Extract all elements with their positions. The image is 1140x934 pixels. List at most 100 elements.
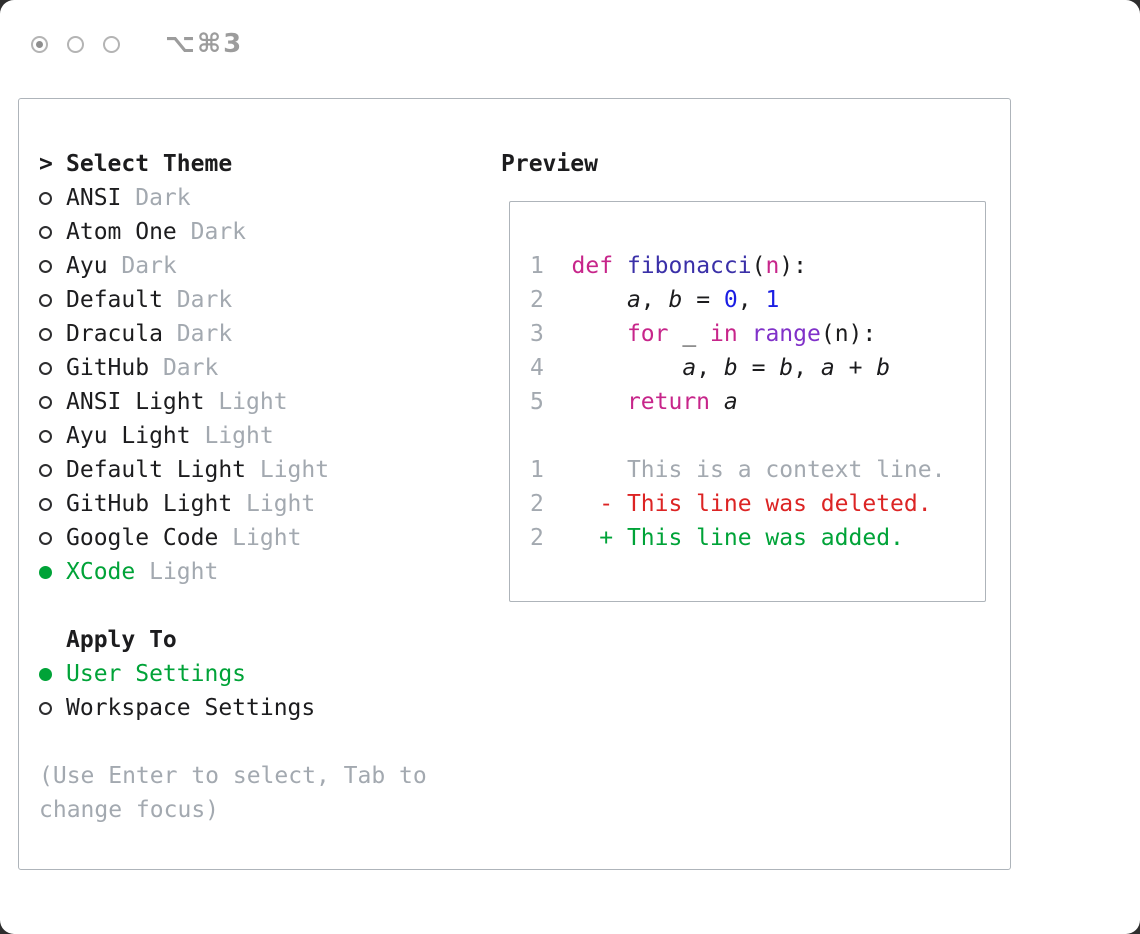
- radio-slot: [39, 701, 66, 715]
- token-plain: =: [682, 287, 724, 313]
- preview-title: Preview: [501, 151, 598, 177]
- theme-item-github-light[interactable]: GitHub Light Light: [39, 487, 489, 521]
- diff-text: This is a context line.: [599, 457, 946, 483]
- token-plain: ,: [737, 287, 766, 313]
- theme-variant: Dark: [176, 219, 247, 245]
- diff-line-deleted: 2 - This line was deleted.: [530, 487, 985, 521]
- radio-slot: [39, 395, 66, 409]
- token-var: a: [682, 355, 697, 381]
- radio-icon: [39, 429, 52, 443]
- theme-variant: Light: [246, 457, 330, 483]
- theme-item-github[interactable]: GitHub Dark: [39, 351, 489, 385]
- theme-item-xcode[interactable]: XCode Light: [39, 555, 489, 589]
- theme-item-atom-one[interactable]: Atom One Dark: [39, 215, 489, 249]
- token-plain: [572, 287, 627, 313]
- theme-name: GitHub: [66, 355, 150, 381]
- token-plain: ,: [793, 355, 821, 381]
- token-plain: [572, 389, 627, 415]
- theme-name: Default Light: [66, 457, 247, 483]
- token-plain: ):: [779, 253, 807, 279]
- radio-icon: [39, 463, 52, 477]
- theme-variant: Dark: [149, 355, 219, 381]
- radio-icon: [39, 497, 52, 511]
- token-plain: =: [737, 355, 780, 381]
- radio-icon: [39, 701, 52, 715]
- diff-line-context: 1 This is a context line.: [530, 453, 985, 487]
- radio-slot: [39, 463, 66, 477]
- theme-item-ayu-light[interactable]: Ayu Light Light: [39, 419, 489, 453]
- token-var: b: [876, 355, 891, 381]
- theme-item-ansi-light[interactable]: ANSI Light Light: [39, 385, 489, 419]
- theme-name: ANSI: [66, 185, 122, 211]
- theme-variant: Dark: [121, 185, 191, 211]
- token-keyword: n: [765, 253, 780, 279]
- select-theme-header: > Select Theme: [39, 147, 489, 181]
- theme-item-ayu[interactable]: Ayu Dark: [39, 249, 489, 283]
- diff-text: + This line was added.: [599, 525, 904, 551]
- radio-selected-icon: [39, 667, 52, 681]
- apply-option-user-settings[interactable]: User Settings: [39, 657, 489, 691]
- theme-item-dracula[interactable]: Dracula Dark: [39, 317, 489, 351]
- apply-option-workspace-settings[interactable]: Workspace Settings: [39, 691, 489, 725]
- theme-name: Default: [66, 287, 163, 313]
- line-number: 5: [530, 389, 572, 415]
- theme-variant: Light: [204, 389, 288, 415]
- code-line: 2 a, b = 0, 1: [530, 283, 985, 317]
- theme-name: ANSI Light: [66, 389, 205, 415]
- token-number: 0: [723, 287, 738, 313]
- traffic-light-close-icon[interactable]: [31, 35, 48, 53]
- cursor-indicator: >: [39, 151, 53, 177]
- traffic-light-zoom-icon[interactable]: [103, 35, 120, 53]
- radio-icon: [39, 191, 52, 205]
- radio-slot: [39, 327, 66, 341]
- code-line: 5 return a: [530, 385, 985, 419]
- theme-name: Google Code: [66, 525, 219, 551]
- diff-text: - This line was deleted.: [599, 491, 932, 517]
- radio-icon: [39, 225, 52, 239]
- token-var: b: [723, 355, 738, 381]
- traffic-light-minimize-icon[interactable]: [67, 35, 84, 53]
- radio-slot: [39, 361, 66, 375]
- token-keyword: for: [626, 321, 669, 347]
- theme-variant: Dark: [162, 321, 233, 347]
- token-number: 1: [765, 287, 780, 313]
- theme-name: XCode: [66, 559, 136, 585]
- theme-variant: Dark: [107, 253, 177, 279]
- select-theme-title: Select Theme: [66, 151, 233, 177]
- theme-item-ansi[interactable]: ANSI Dark: [39, 181, 489, 215]
- theme-item-default-light[interactable]: Default Light Light: [39, 453, 489, 487]
- theme-variant: Dark: [162, 287, 233, 313]
- radio-slot: [39, 667, 66, 681]
- token-plain: (: [751, 253, 766, 279]
- token-keyword: def: [571, 253, 614, 279]
- radio-icon: [39, 293, 52, 307]
- radio-selected-icon: [39, 565, 52, 579]
- line-number: 2: [530, 287, 572, 313]
- radio-icon: [39, 395, 52, 409]
- code-line: 4 a, b = b, a + b: [530, 351, 985, 385]
- traffic-light-dot-icon: [36, 40, 43, 48]
- window-shortcut-label: ⌥⌘3: [165, 29, 244, 59]
- theme-variant: Light: [218, 525, 302, 551]
- theme-item-google-code[interactable]: Google Code Light: [39, 521, 489, 555]
- line-number: 3: [530, 321, 572, 347]
- token-plain: ,: [640, 287, 669, 313]
- token-var: a: [626, 287, 641, 313]
- token-plain: [613, 253, 627, 279]
- token-var: b: [668, 287, 683, 313]
- theme-item-default[interactable]: Default Dark: [39, 283, 489, 317]
- radio-slot: [39, 429, 66, 443]
- apply-option-label: User Settings: [66, 661, 247, 687]
- line-number: 1: [530, 457, 600, 483]
- theme-name: Atom One: [66, 219, 177, 245]
- radio-icon: [39, 361, 52, 375]
- radio-slot: [39, 293, 66, 307]
- token-plain: _: [668, 321, 711, 347]
- code-line: 1 def fibonacci(n):: [530, 249, 985, 283]
